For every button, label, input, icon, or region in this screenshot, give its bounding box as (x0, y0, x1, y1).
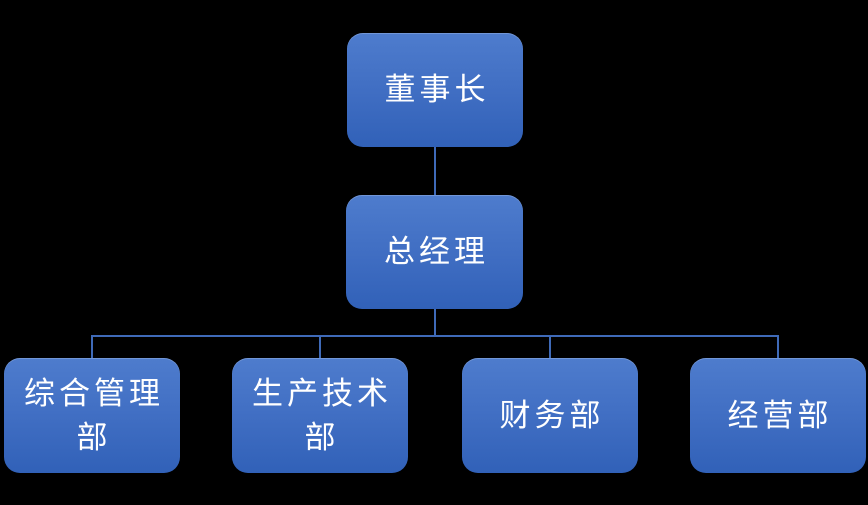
node-dept-finance[interactable]: 财务部 (462, 358, 638, 473)
connector-drop-dept3 (549, 335, 551, 358)
node-label: 董事长 (384, 72, 490, 108)
node-label-line: 综合管理 (24, 375, 164, 412)
connector-gm-bus (434, 309, 436, 336)
connector-drop-dept4 (777, 335, 779, 358)
node-label-line: 经营部 (727, 397, 833, 434)
node-label-line: 生产技术 (252, 375, 392, 412)
connector-drop-dept1 (91, 335, 93, 358)
node-dept-general-management[interactable]: 综合管理 部 (4, 358, 180, 473)
node-label-line: 财务部 (499, 397, 605, 434)
node-chairman[interactable]: 董事长 (347, 33, 523, 147)
connector-horizontal-bus (91, 335, 779, 337)
connector-chairman-gm (434, 147, 436, 195)
node-general-manager[interactable]: 总经理 (346, 195, 523, 309)
node-label: 总经理 (384, 234, 489, 270)
connector-drop-dept2 (319, 335, 321, 358)
node-dept-production-technology[interactable]: 生产技术 部 (232, 358, 408, 473)
node-label-line: 部 (76, 419, 112, 456)
node-dept-operations[interactable]: 经营部 (690, 358, 866, 473)
node-label-line: 部 (304, 419, 340, 456)
